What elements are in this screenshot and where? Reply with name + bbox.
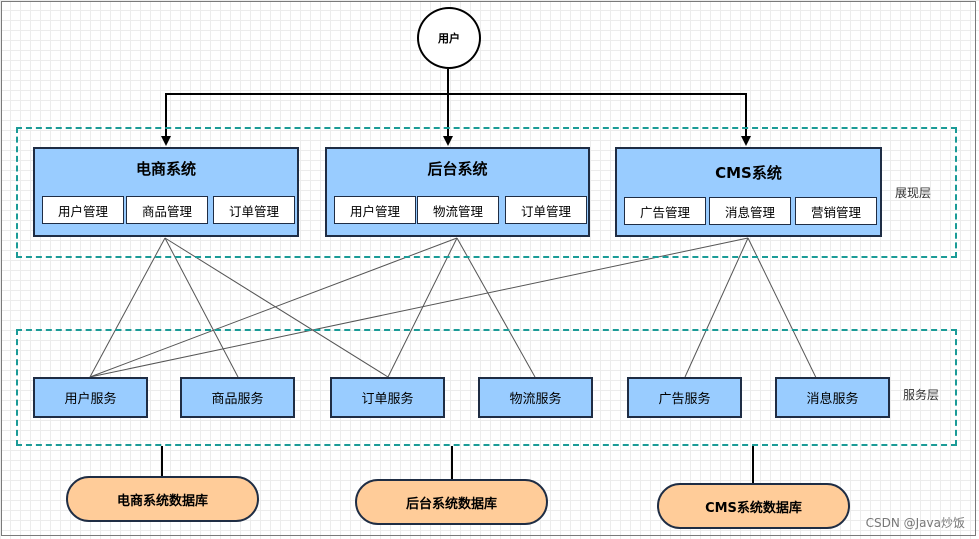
user-label: 用户 [438,32,460,45]
link-backend-logistics-service [456,237,536,378]
presentation-layer-label: 展现层 [895,186,932,200]
module-box: 用户管理 [42,196,124,224]
user-node: 用户 [417,7,481,69]
module-box: 营销管理 [795,197,877,225]
module-box: 广告管理 [624,197,706,225]
link-backend-order-service [387,237,458,378]
service-box: 用户服务 [33,377,148,418]
database-box: 后台系统数据库 [355,479,548,525]
module-box: 订单管理 [213,196,295,224]
system-title: CMS系统 [715,164,782,182]
link-cms-user-service [89,237,749,378]
link-ecommerce-product-service [164,237,239,378]
module-box: 物流管理 [417,196,499,224]
service-box: 商品服务 [180,377,295,418]
service-box: 订单服务 [330,377,445,418]
system-title: 后台系统 [427,160,488,178]
link-cms-message-service [747,237,823,391]
service-layer-label: 服务层 [903,388,940,402]
watermark: CSDN @Java炒饭 [865,516,965,530]
module-box: 订单管理 [505,196,587,224]
system-title: 电商系统 [135,160,196,178]
module-box: 消息管理 [709,197,791,225]
module-box: 用户管理 [334,196,416,224]
system-service-links [89,237,823,391]
backend-system: 后台系统 用户管理 物流管理 订单管理 [325,147,590,237]
service-box: 物流服务 [478,377,593,418]
service-box: 消息服务 [775,377,890,418]
link-backend-user-service [89,237,458,378]
ecommerce-system: 电商系统 用户管理 商品管理 订单管理 [33,147,299,237]
database-box: CMS系统数据库 [657,483,850,529]
link-ecommerce-user-service [89,237,166,378]
presentation-layer-zone [16,127,957,258]
module-box: 商品管理 [126,196,208,224]
cms-system: CMS系统 广告管理 消息管理 营销管理 [615,147,882,237]
database-links [161,446,754,484]
link-cms-ad-service [684,237,749,378]
service-box: 广告服务 [627,377,742,418]
link-ecommerce-order-service [164,237,389,378]
service-layer-zone [16,329,957,446]
database-box: 电商系统数据库 [66,476,259,522]
